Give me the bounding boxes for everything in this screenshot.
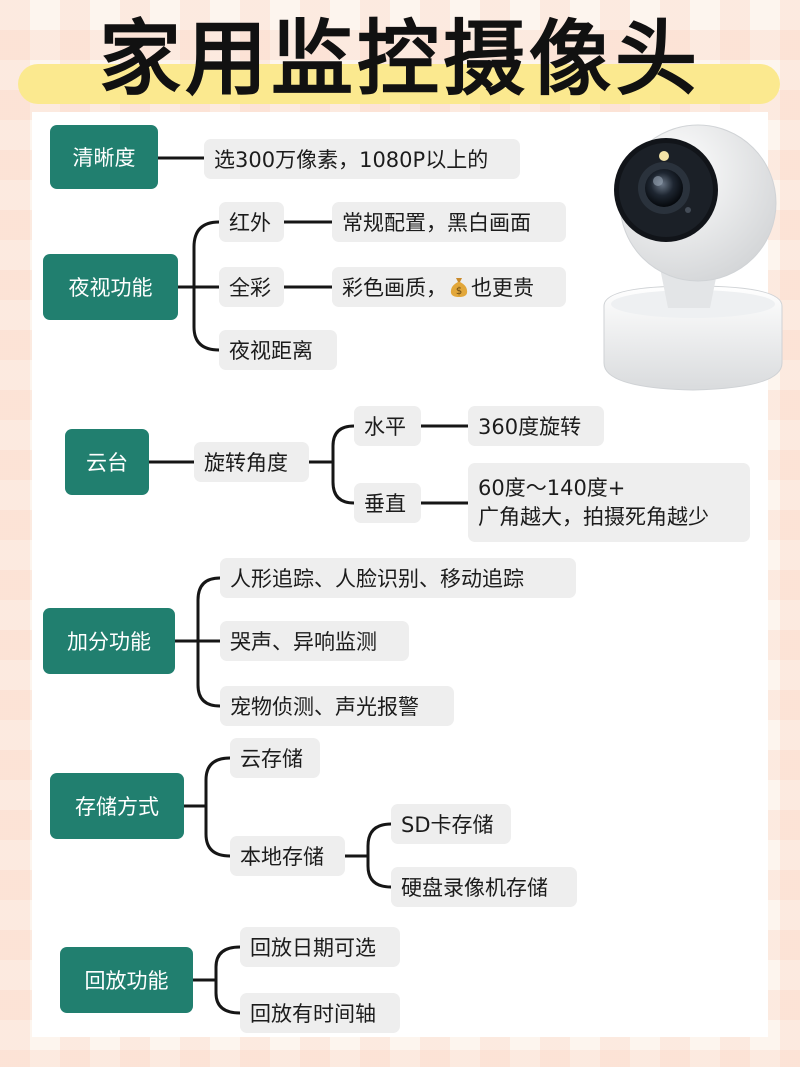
vertical-desc-line2: 广角越大，拍摄死角越少 xyxy=(478,504,709,529)
page-title: 家用监控摄像头 xyxy=(98,12,701,107)
connector-local-branch xyxy=(366,822,393,889)
security-camera-icon xyxy=(603,124,783,391)
storage-cloud: 云存储 xyxy=(230,738,320,778)
night-full-color: 全彩 xyxy=(219,267,284,307)
full-color-desc-pre: 彩色画质， xyxy=(342,276,447,300)
night-distance: 夜视距离 xyxy=(219,330,337,370)
category-playback: 回放功能 xyxy=(60,947,193,1013)
category-storage: 存储方式 xyxy=(50,773,184,839)
storage-local-item: 硬盘录像机存储 xyxy=(391,867,577,907)
extras-item: 人形追踪、人脸识别、移动追踪 xyxy=(220,558,576,598)
ptz-vertical: 垂直 xyxy=(354,483,421,523)
title-banner: 家用监控摄像头 xyxy=(0,0,800,115)
night-infrared: 红外 xyxy=(219,202,284,242)
vertical-desc-line1: 60度～140度+ xyxy=(478,475,626,500)
category-extras: 加分功能 xyxy=(43,608,175,674)
category-ptz: 云台 xyxy=(65,429,149,495)
clarity-item: 选300万像素，1080P以上的 xyxy=(204,139,520,179)
storage-local-item: SD卡存储 xyxy=(391,804,511,844)
connector-angle-fork xyxy=(331,424,356,505)
full-color-desc-post: 也更贵 xyxy=(471,276,534,300)
svg-text:$: $ xyxy=(456,286,462,297)
night-infrared-desc: 常规配置，黑白画面 xyxy=(332,202,566,242)
ptz-horizontal-desc: 360度旋转 xyxy=(468,406,604,446)
connector-playback-branch xyxy=(214,945,242,1015)
category-night-vision: 夜视功能 xyxy=(43,254,178,320)
storage-local: 本地存储 xyxy=(230,836,345,876)
extras-item: 宠物侦测、声光报警 xyxy=(220,686,454,726)
ptz-rotation-angle: 旋转角度 xyxy=(194,442,309,482)
title-highlight xyxy=(18,64,780,104)
money-bag-icon: $ xyxy=(450,278,468,297)
category-clarity: 清晰度 xyxy=(50,125,158,189)
playback-item: 回放有时间轴 xyxy=(240,993,400,1033)
playback-item: 回放日期可选 xyxy=(240,927,400,967)
connector-storage-branch xyxy=(204,756,232,858)
night-full-color-desc: 彩色画质， $ 也更贵 xyxy=(332,267,566,307)
ptz-horizontal: 水平 xyxy=(354,406,421,446)
ptz-vertical-desc: 60度～140度+ 广角越大，拍摄死角越少 xyxy=(468,463,750,542)
extras-item: 哭声、异响监测 xyxy=(220,621,409,661)
